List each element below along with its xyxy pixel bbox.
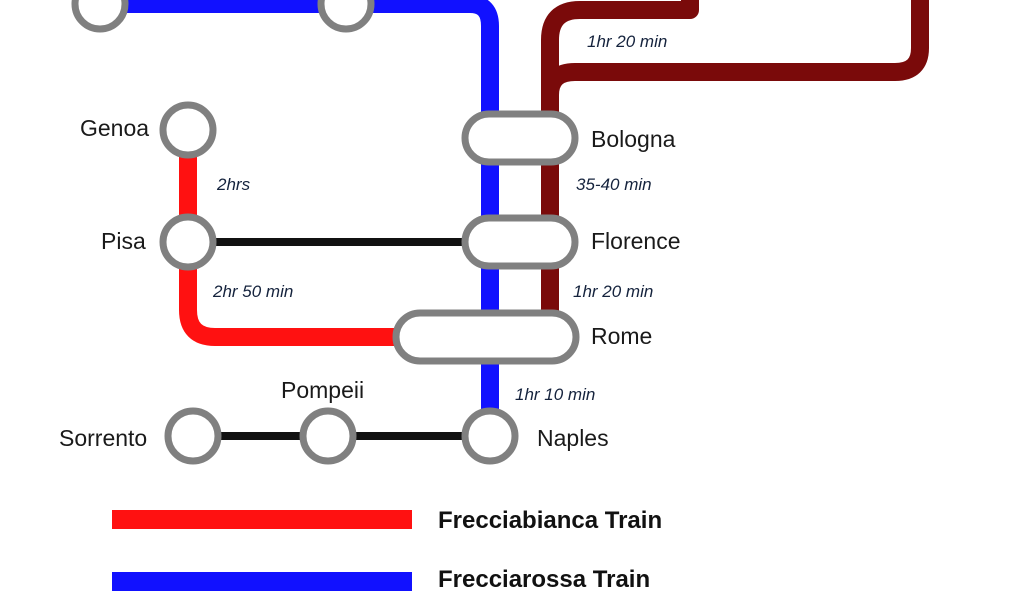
legend-label-frecciarossa: Frecciarossa Train	[438, 566, 651, 593]
station-label-rome: Rome	[591, 323, 653, 349]
station-label-bologna: Bologna	[591, 126, 676, 152]
station-marker	[71, 0, 129, 33]
station-label-florence: Florence	[591, 228, 681, 254]
station-label-genoa: Genoa	[80, 115, 150, 141]
station-sorrento	[164, 407, 222, 465]
frecciabianca-line	[179, 121, 429, 346]
station-florence	[461, 214, 579, 270]
station-label-pisa: Pisa	[101, 228, 146, 254]
frecciarossa-line	[91, 0, 499, 419]
time-label-top: 1hr 20 min	[587, 32, 668, 51]
station-genoa	[159, 101, 217, 159]
station-label-naples: Naples	[537, 425, 609, 451]
station-pisa	[159, 213, 217, 271]
legend-label-frecciabianca: Frecciabianca Train	[438, 507, 663, 534]
station-marker	[317, 0, 375, 33]
dark-red-line-top-branch	[541, 0, 699, 104]
legend-swatch-frecciabianca	[112, 510, 412, 529]
station-label-pompeii: Pompeii	[281, 377, 365, 403]
time-label-genoa-pisa: 2hrs	[217, 175, 251, 194]
station-naples	[461, 407, 519, 465]
station-label-sorrento: Sorrento	[59, 425, 148, 451]
station-pompeii	[299, 407, 357, 465]
time-label-pisa-rome: 2hr 50 min	[213, 282, 294, 301]
time-label-florence-rome: 1hr 20 min	[573, 282, 654, 301]
station-rome	[392, 309, 580, 365]
time-label-rome-naples: 1hr 10 min	[515, 385, 596, 404]
stations	[71, 0, 580, 465]
station-bologna	[461, 110, 579, 166]
time-label-bologna-florence: 35-40 min	[576, 175, 652, 194]
legend-swatch-frecciarossa	[112, 572, 412, 591]
